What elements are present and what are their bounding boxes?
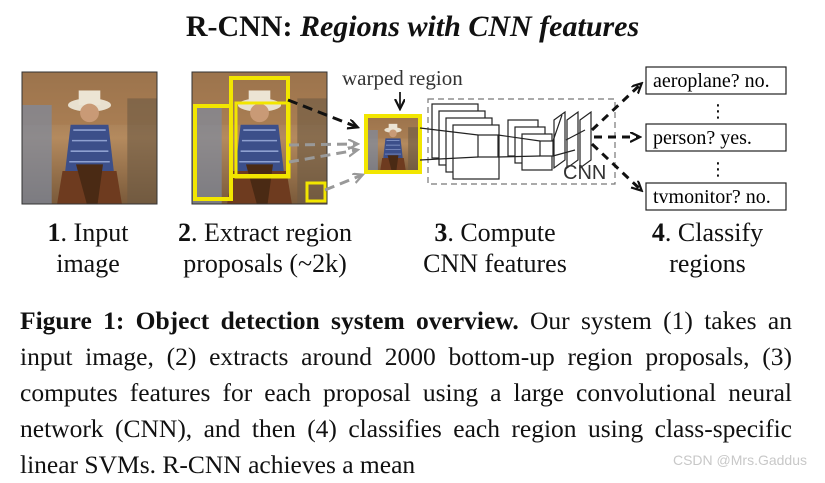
cnn-label: CNN [563, 162, 606, 184]
proposals-image [191, 71, 328, 205]
title-prefix: R-CNN: [185, 10, 293, 43]
caption-bold: Figure 1: Object detection system overvi… [20, 306, 519, 335]
proposal-box [305, 181, 327, 203]
proposal-box [234, 101, 291, 179]
warped-region-label: warped region [342, 66, 463, 90]
cnn-block [419, 98, 616, 185]
watermark: CSDN @Mrs.Gaddus [672, 452, 807, 468]
ellipsis-dots: ⋮ [709, 101, 727, 122]
output-box: tvmonitor? no. [645, 182, 787, 211]
output-label: tvmonitor? no. [653, 186, 771, 208]
classify-arrows [590, 84, 641, 190]
figure-caption: Figure 1: Object detection system overvi… [20, 303, 792, 483]
title-italic: Regions with CNN features [299, 10, 640, 43]
ellipsis-dots: ⋮ [709, 159, 727, 180]
pipeline-diagram: warped region CNN aeroplane? no. ⋮ p [21, 66, 787, 211]
output-box: person? yes. [645, 123, 787, 152]
proposal-box [193, 104, 233, 201]
proposal-arrows [287, 98, 362, 192]
warped-region [364, 114, 422, 174]
output-label: person? yes. [653, 127, 752, 149]
input-image [21, 71, 158, 205]
output-box: aeroplane? no. [645, 66, 787, 95]
diagram-title: R-CNN: Regions with CNN features [0, 10, 825, 44]
caption-text: Our system (1) takes an input image, (2)… [20, 306, 792, 479]
output-label: aeroplane? no. [653, 70, 770, 92]
